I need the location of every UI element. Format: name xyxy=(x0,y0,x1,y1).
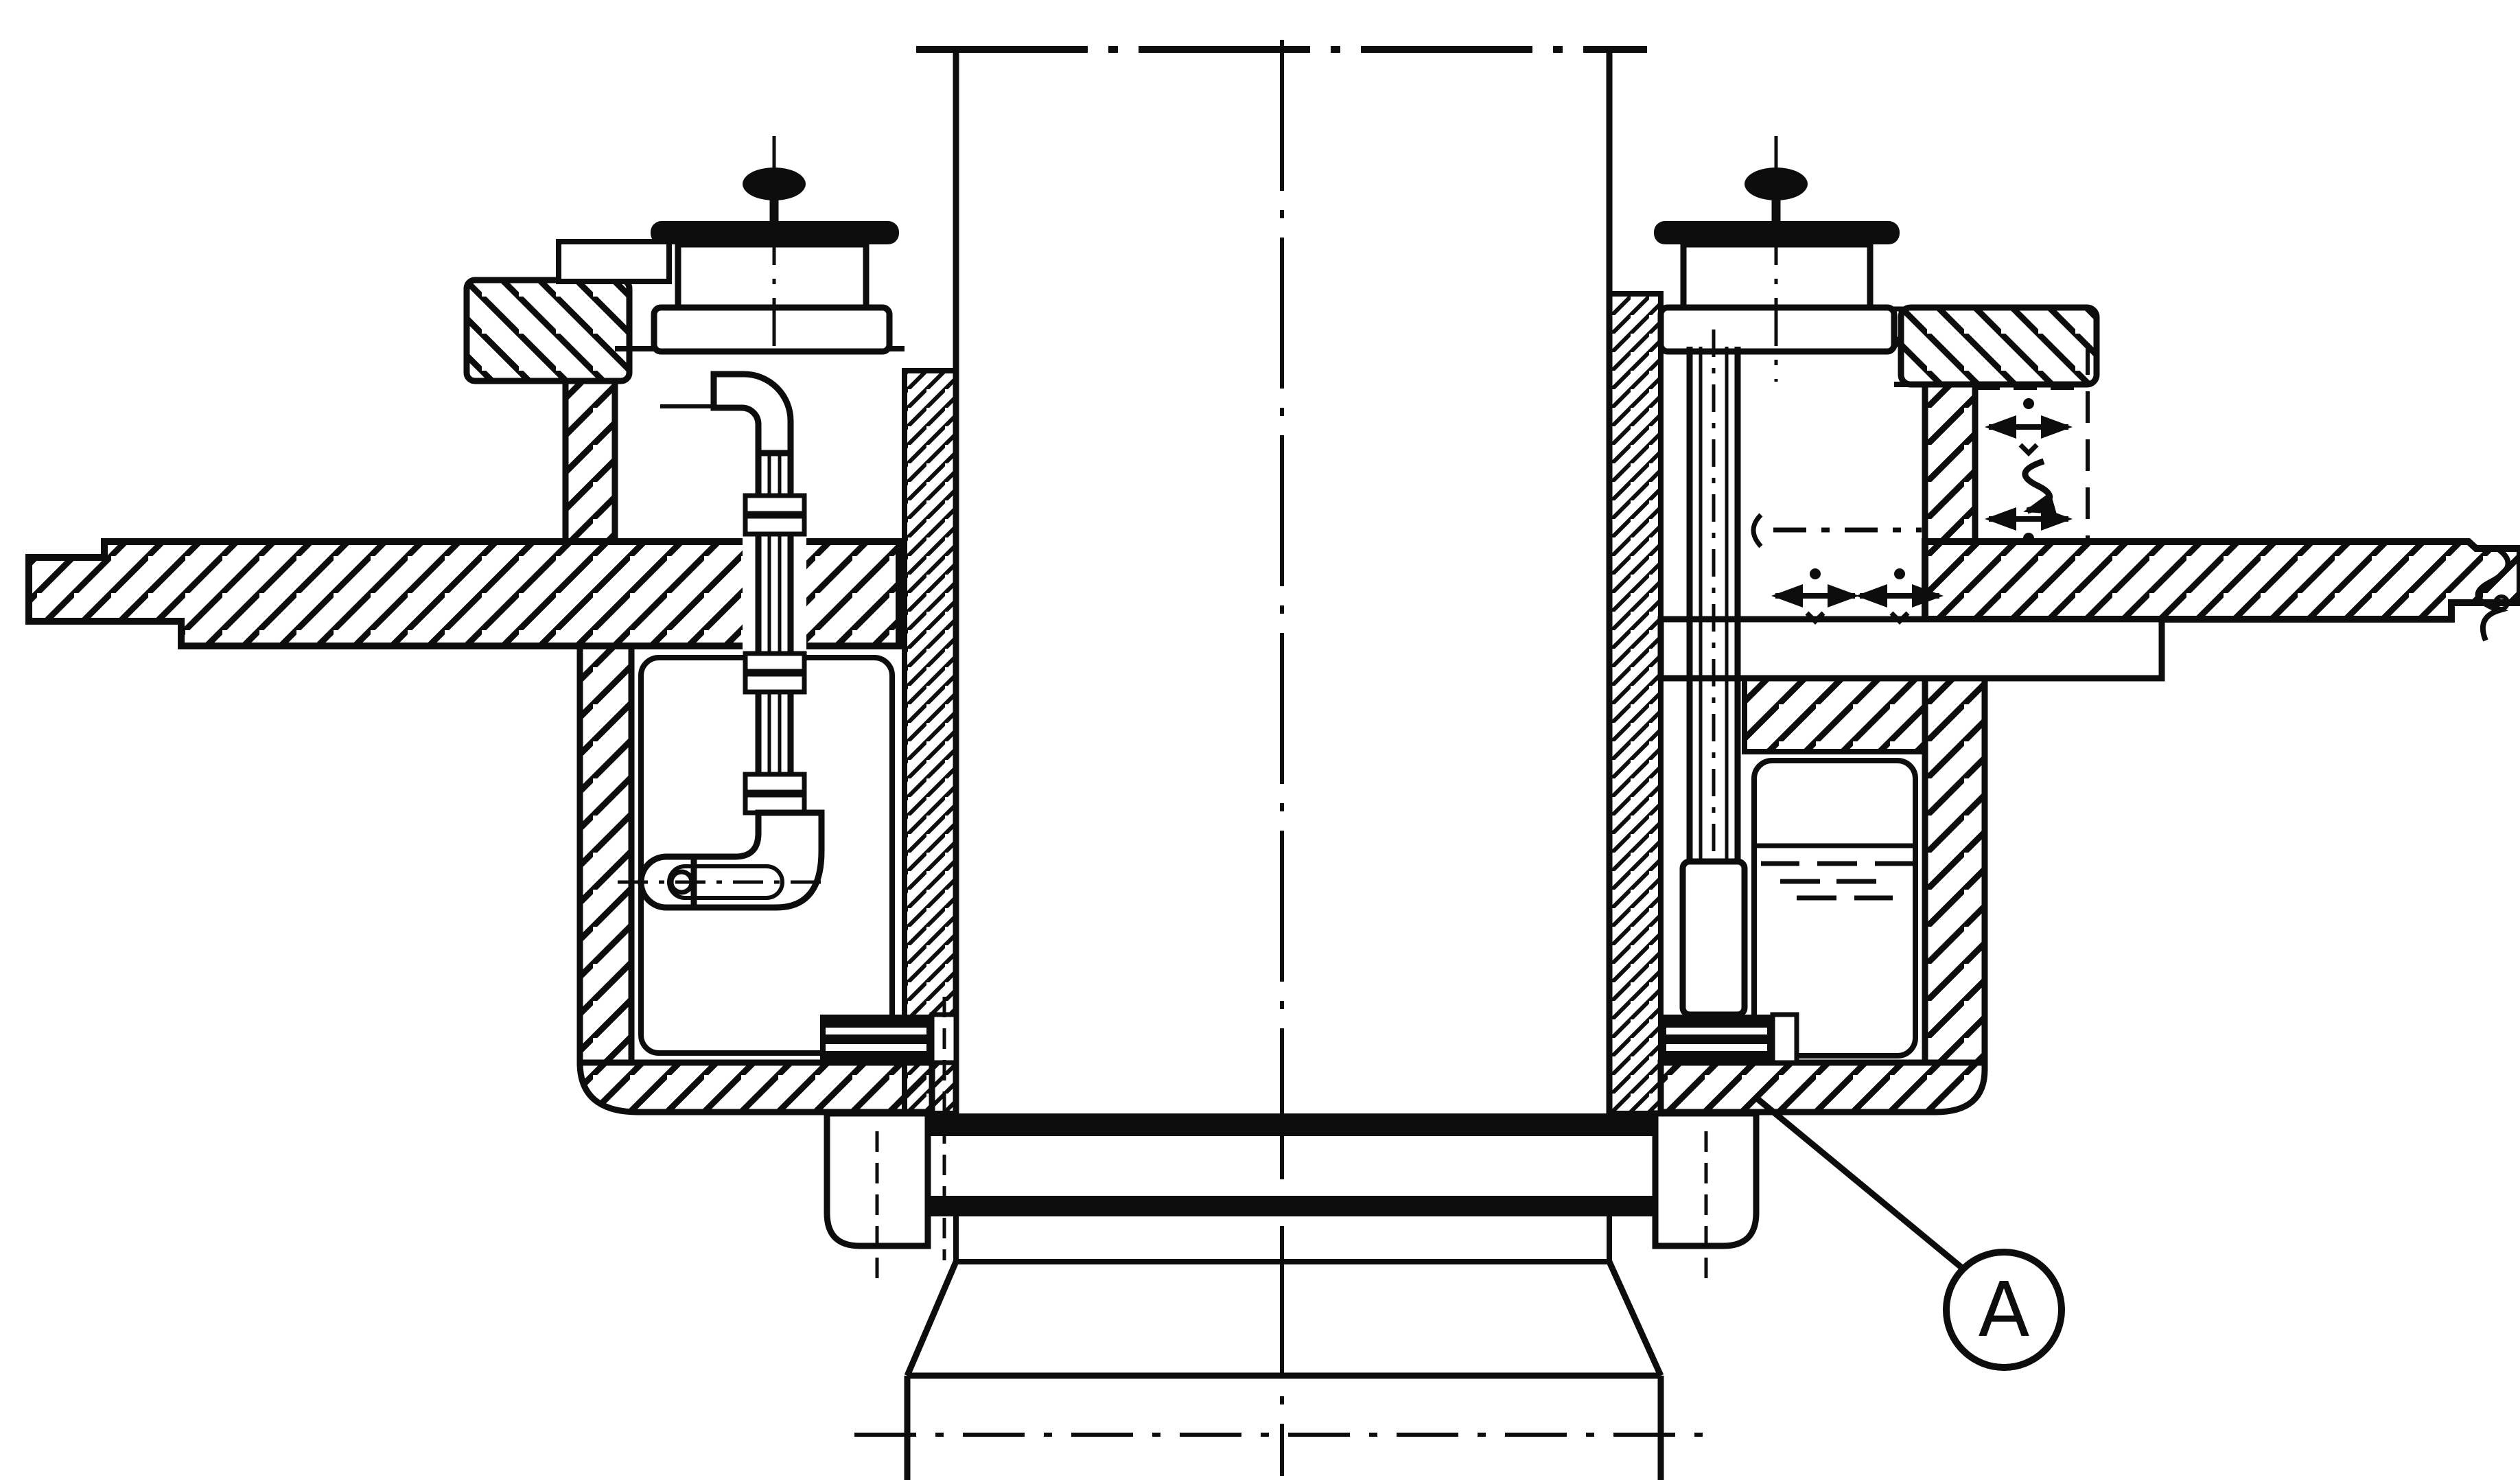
lower-chamber-right xyxy=(1751,758,1918,1059)
shaft-liner-right xyxy=(1607,291,1664,1116)
liner-flange-ring xyxy=(925,1113,1658,1264)
liquid-level-upper-right xyxy=(1751,513,1922,548)
cap-body-left xyxy=(675,241,870,311)
liquid-level-lower-right xyxy=(1754,843,1915,901)
pipe-collar xyxy=(743,671,807,695)
pipe-collar xyxy=(743,792,807,816)
lower-housing-wall-right xyxy=(1922,675,1988,1066)
callout-letter: A xyxy=(1978,1266,2029,1354)
clamp-ring-right xyxy=(1652,1110,1760,1278)
swirl-arrow-icon xyxy=(2022,458,2057,515)
callout-a: A xyxy=(1755,1096,2065,1371)
shaft-liner-left xyxy=(902,368,959,1116)
leader-line xyxy=(1755,1096,1964,1271)
clamp-ring-left xyxy=(824,1110,931,1278)
hidden-channel xyxy=(1976,343,2090,544)
lower-housing-shoulder-right xyxy=(1742,675,1928,754)
cone-hub xyxy=(904,1260,1664,1480)
clamp-lip-left xyxy=(556,239,672,284)
elbow-pipe-upper-left xyxy=(660,371,794,456)
deck-plate-left xyxy=(25,538,902,649)
pipe-collar xyxy=(743,493,807,516)
lower-housing-wall-left xyxy=(576,643,635,1066)
vent-cap-left xyxy=(651,136,899,355)
lower-housing-bottom-left xyxy=(576,1059,935,1115)
gland-flange-left xyxy=(463,277,633,384)
seal-stack-left xyxy=(820,997,959,1260)
gland-flange-right xyxy=(1898,304,2100,388)
seal-stack-right xyxy=(1661,1012,1799,1065)
cap-flange-left xyxy=(651,304,893,355)
deck-pipe-hole xyxy=(743,535,806,652)
upper-housing-wall-left xyxy=(562,378,618,545)
break-mark-dot xyxy=(2493,594,2510,611)
probe-pipe-left xyxy=(618,453,830,911)
pipe-collar xyxy=(743,651,807,674)
callout-circle xyxy=(1943,1249,2065,1371)
mounting-plate-right xyxy=(1657,616,2165,682)
vent-cap-right xyxy=(1654,136,1900,382)
vent-tube-upper xyxy=(755,453,794,496)
upper-housing-wall-right xyxy=(1922,381,1979,545)
elbow-pipe-lower xyxy=(690,809,825,911)
break-mark-icon xyxy=(2475,544,2511,642)
flow-arrows-right-chamber xyxy=(1771,568,1944,625)
vent-tube-sleeve xyxy=(1679,858,1748,1018)
lower-housing-right xyxy=(1657,675,1988,1115)
lower-housing-bottom-right xyxy=(1657,1059,1988,1115)
pipe-collar xyxy=(743,772,807,795)
pipe-collar xyxy=(743,513,807,537)
